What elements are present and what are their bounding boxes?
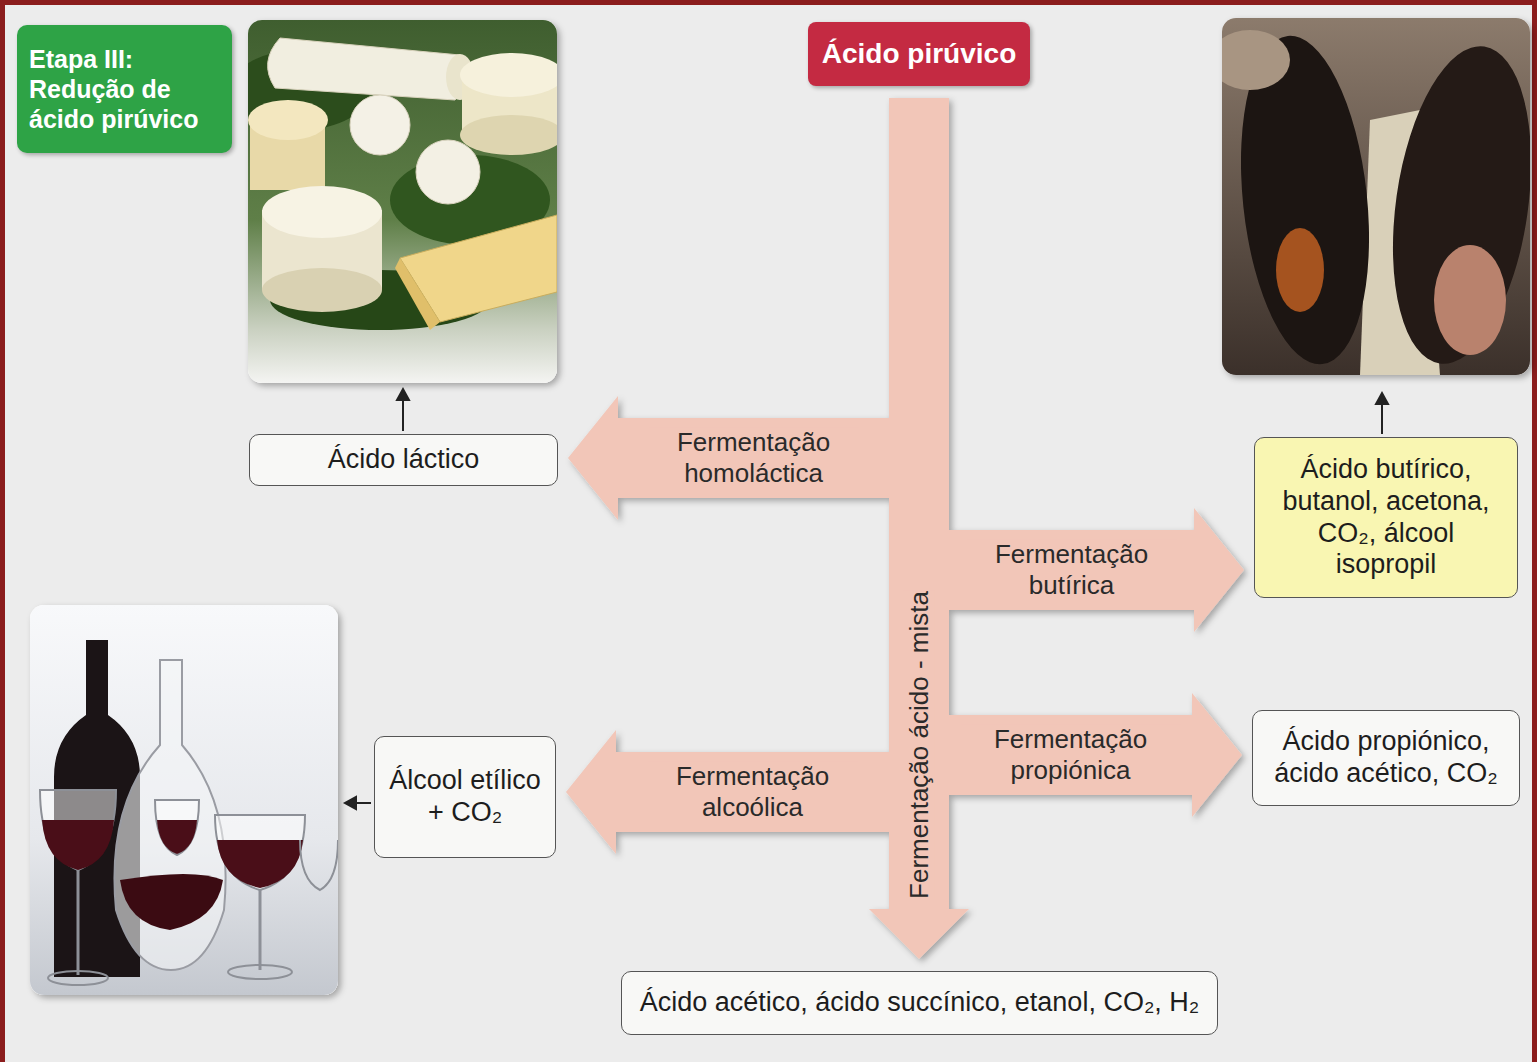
- arrow-label-text: Fermentação butírica: [967, 539, 1177, 600]
- box-text: Ácido láctico: [260, 444, 547, 476]
- arrow-label: Fermentação butírica: [967, 539, 1177, 600]
- arrow-label-text: Fermentação alcoólica: [648, 761, 858, 822]
- product-box: Ácido acético, ácido succínico, etanol, …: [621, 971, 1218, 1035]
- leader-head: [1376, 393, 1388, 404]
- arrow-label: Fermentação propiónica: [961, 724, 1181, 785]
- leader-line: [402, 398, 404, 431]
- arrow-label: Fermentação homoláctica: [649, 427, 859, 488]
- stage-heading: Etapa III: Redução de ácido pirúvico: [17, 25, 232, 153]
- gangrene-feet-photo: [1210, 18, 1537, 375]
- box-text: Ácido pirúvico: [818, 37, 1020, 71]
- product-box: Álcool etílico + CO₂: [374, 736, 556, 858]
- cheese-photo: [230, 20, 564, 383]
- arrow-label-text: Fermentação homoláctica: [649, 427, 859, 488]
- arrow-label: Fermentação ácido - mista: [904, 591, 935, 899]
- leader-head: [397, 389, 409, 400]
- fermentation-arrow: [869, 98, 969, 959]
- box-text: Ácido acético, ácido succínico, etanol, …: [632, 987, 1207, 1019]
- leader-line: [1381, 402, 1383, 434]
- product-box: Ácido butírico, butanol, acetona, CO₂, á…: [1254, 437, 1518, 598]
- product-box: Ácido propiónico, ácido acético, CO₂: [1252, 710, 1520, 806]
- fermentation-arrows: [566, 98, 1244, 959]
- box-text: Etapa III: Redução de ácido pirúvico: [29, 44, 220, 134]
- wine-photo: [30, 605, 338, 995]
- product-box: Ácido láctico: [249, 434, 558, 486]
- source-box: Ácido pirúvico: [808, 22, 1030, 86]
- arrow-label: Fermentação alcoólica: [648, 761, 858, 822]
- box-text: Álcool etílico + CO₂: [385, 765, 545, 829]
- box-text: Ácido butírico, butanol, acetona, CO₂, á…: [1267, 454, 1505, 581]
- arrow-label-text: Fermentação propiónica: [961, 724, 1181, 785]
- box-text: Ácido propiónico, ácido acético, CO₂: [1263, 726, 1509, 790]
- arrow-label-text: Fermentação ácido - mista: [904, 591, 935, 899]
- leader-head: [345, 797, 356, 809]
